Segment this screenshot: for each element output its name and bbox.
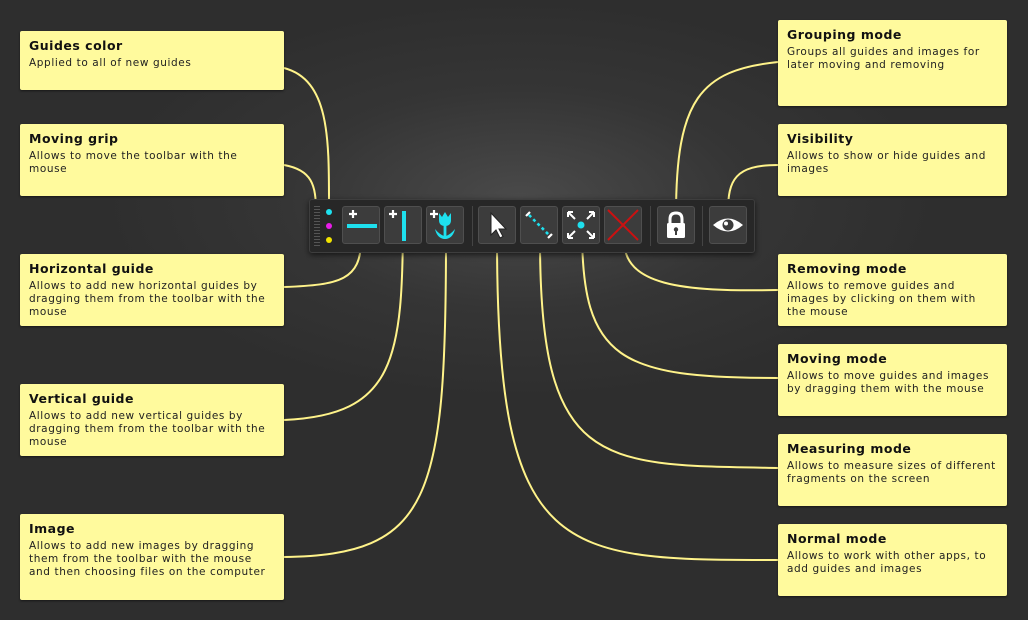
callout-vertical-guide: Vertical guide Allows to add new vertica… (20, 384, 284, 456)
callout-description: Allows to work with other apps, to add g… (787, 550, 987, 575)
vertical-guide-button[interactable] (384, 206, 422, 244)
removing-mode-button[interactable] (604, 206, 642, 244)
toolbar-separator (472, 206, 473, 246)
grouping-mode-button[interactable] (657, 206, 695, 244)
guide-color-cyan[interactable] (326, 209, 332, 215)
callout-description: Groups all guides and images for later m… (787, 46, 980, 71)
toolbar-separator (650, 206, 651, 246)
callout-title: Visibility (787, 131, 854, 146)
callout-title: Vertical guide (29, 391, 134, 406)
guide-color-magenta[interactable] (326, 223, 332, 229)
callout-description: Allows to show or hide guides and images (787, 150, 987, 175)
callout-measuring-mode: Measuring mode Allows to measure sizes o… (778, 434, 1007, 506)
callout-description: Allows to remove guides and images by cl… (787, 280, 976, 318)
cursor-arrow-icon (490, 211, 508, 239)
toolbar-separator (702, 206, 703, 246)
image-tulip-icon (430, 210, 455, 239)
normal-mode-button[interactable] (478, 206, 516, 244)
callout-title: Moving mode (787, 351, 888, 366)
callout-description: Allows to add new images by dragging the… (29, 540, 266, 578)
callout-guides-color: Guides color Applied to all of new guide… (20, 31, 284, 90)
callout-description: Allows to move guides and images by drag… (787, 370, 990, 395)
callout-visibility: Visibility Allows to show or hide guides… (778, 124, 1007, 196)
connector-image (283, 239, 447, 558)
callout-image: Image Allows to add new images by draggi… (20, 514, 284, 600)
callout-description: Allows to move the toolbar with the mous… (29, 150, 238, 175)
guide-color-yellow[interactable] (326, 237, 332, 243)
horizontal-guide-icon (347, 210, 377, 228)
connector-grouping-mode (675, 61, 779, 216)
connector-guides-color (283, 67, 331, 209)
callout-description: Allows to add new vertical guides by dra… (29, 410, 266, 448)
guides-toolbar (309, 199, 755, 253)
callout-description: Allows to measure sizes of different fra… (787, 460, 996, 485)
callout-title: Moving grip (29, 131, 119, 146)
measuring-mode-button[interactable] (520, 206, 558, 244)
callout-description: Allows to add new horizontal guides by d… (29, 280, 266, 318)
connector-normal-mode (496, 239, 779, 561)
callout-removing-mode: Removing mode Allows to remove guides an… (778, 254, 1007, 326)
callout-description: Applied to all of new guides (29, 57, 192, 69)
callout-title: Grouping mode (787, 27, 902, 42)
lock-icon (667, 211, 685, 238)
measure-icon (525, 211, 553, 239)
moving-mode-button[interactable] (562, 206, 600, 244)
remove-x-icon (607, 209, 639, 241)
callout-title: Guides color (29, 38, 123, 53)
callout-title: Normal mode (787, 531, 887, 546)
callout-title: Image (29, 521, 76, 536)
moving-grip[interactable] (314, 206, 320, 246)
callout-title: Measuring mode (787, 441, 912, 456)
callout-title: Removing mode (787, 261, 907, 276)
callout-moving-mode: Moving mode Allows to move guides and im… (778, 344, 1007, 416)
visibility-button[interactable] (709, 206, 747, 244)
callout-normal-mode: Normal mode Allows to work with other ap… (778, 524, 1007, 596)
callout-grouping-mode: Grouping mode Groups all guides and imag… (778, 20, 1007, 106)
connector-measuring-mode (539, 239, 779, 469)
eye-icon (713, 218, 743, 232)
callout-title: Horizontal guide (29, 261, 154, 276)
image-button[interactable] (426, 206, 464, 244)
callout-moving-grip: Moving grip Allows to move the toolbar w… (20, 124, 284, 196)
move-arrows-icon (567, 211, 595, 239)
vertical-guide-icon (389, 210, 406, 241)
horizontal-guide-button[interactable] (342, 206, 380, 244)
callout-horizontal-guide: Horizontal guide Allows to add new horiz… (20, 254, 284, 326)
